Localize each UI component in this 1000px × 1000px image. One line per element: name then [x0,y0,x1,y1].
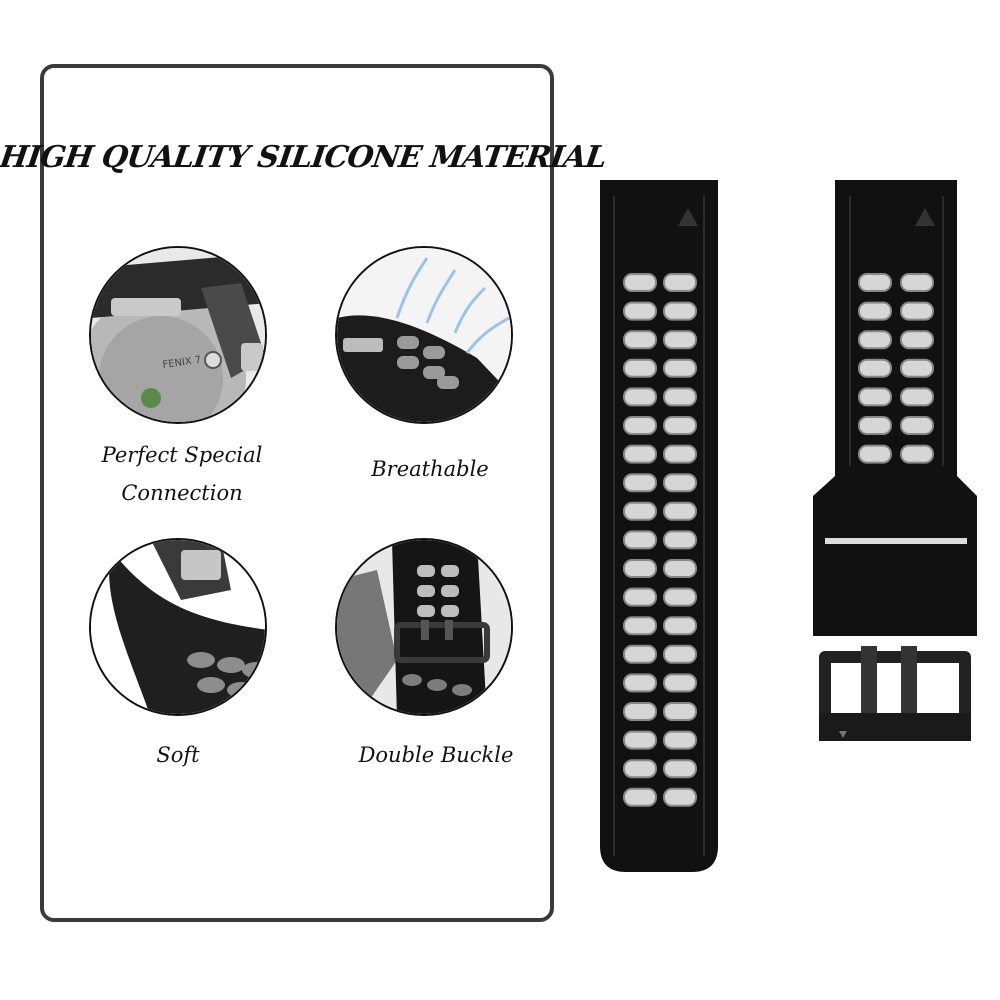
strap-hole [663,273,697,292]
strap-hole [623,587,657,607]
double-buckle-icon [337,540,511,714]
strap-hole [858,273,892,292]
breathable-strap-icon [337,248,511,422]
strap-hole [663,301,697,321]
strap-hole [623,387,657,407]
strap-hole [623,444,657,464]
feature-breathable-label-line1: Breathable [371,457,489,481]
strap-hole [623,730,657,750]
feature-soft-label-line1: Soft [156,743,200,767]
feature-buckle-label: Double Buckle [336,736,536,774]
features-card [40,64,554,922]
strap-hole [663,587,697,607]
long-strap-image [600,180,718,872]
feature-buckle-circle [335,538,513,716]
strap-hole [663,330,697,350]
double-buckle-hardware [819,646,971,741]
strap-hole [663,644,697,664]
strap-hole [900,330,934,350]
strap-hole [623,530,657,550]
strap-hole [663,444,697,464]
strap-hole [663,416,697,435]
buckle-strap-image [813,180,977,741]
strap-hole [663,730,697,750]
strap-hole [623,644,657,664]
strap-hole [900,416,934,435]
headline: HIGH QUALITY SILICONE MATERIAL [0,140,609,175]
strap-hole [858,301,892,321]
feature-buckle-label-line1: Double Buckle [358,743,514,767]
feature-breathable-circle [335,246,513,424]
strap-hole [900,301,934,321]
strap-hole [900,444,934,464]
feature-connection-label: Perfect Special Connection [82,436,282,512]
strap-direction-arrow-icon [678,208,698,226]
strap-hole [623,702,657,721]
strap-hole [663,358,697,378]
strap-hole [663,387,697,407]
strap-hole [663,702,697,721]
strap-hole [623,301,657,321]
feature-soft-circle [89,538,267,716]
strap-hole [663,501,697,521]
soft-strap-icon [91,540,265,714]
feature-breathable-label: Breathable [330,450,530,488]
strap-hole [623,787,657,807]
svg-text:FENIX 7: FENIX 7 [162,355,202,371]
strap-hole-grid [858,273,934,464]
strap-hole [900,358,934,378]
feature-soft-label: Soft [78,736,278,774]
strap-hole [858,444,892,464]
strap-hole [663,473,697,493]
strap-hole [623,559,657,578]
strap-hole [663,673,697,693]
strap-hole [858,358,892,378]
strap-hole [663,530,697,550]
strap-hole [663,616,697,636]
strap-hole [900,387,934,407]
strap-hole [623,616,657,636]
feature-connection-circle: FENIX 7 [89,246,267,424]
strap-hole [858,330,892,350]
strap-direction-arrow-icon [915,208,935,226]
strap-hole [623,473,657,493]
strap-hole [623,330,657,350]
strap-hole-grid [623,273,697,807]
feature-connection-label-line1: Perfect Special [101,443,263,467]
strap-hole [663,787,697,807]
strap-hole [623,358,657,378]
strap-hole [663,759,697,779]
strap-hole [623,501,657,521]
strap-hole [900,273,934,292]
strap-hole [623,759,657,779]
strap-hole [663,559,697,578]
feature-connection-label-line2: Connection [121,481,243,505]
strap-hole [858,387,892,407]
strap-hole [623,416,657,435]
strap-hole [623,273,657,292]
watch-connector-icon: FENIX 7 [91,248,265,422]
strap-hole [858,416,892,435]
strap-hole [623,673,657,693]
